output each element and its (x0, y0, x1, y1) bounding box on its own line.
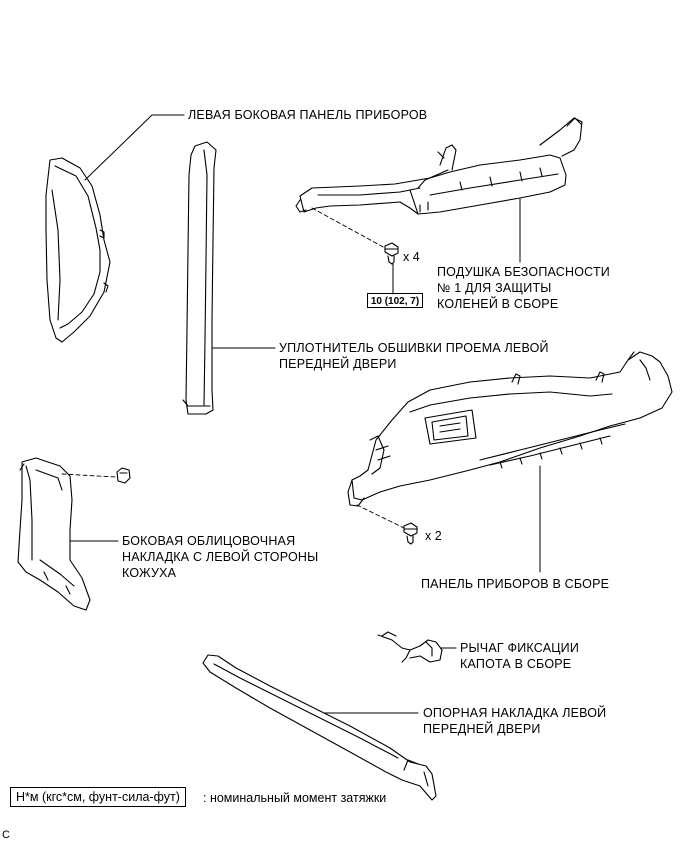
legend-unit-box: Н*м (кгс*см, фунт-сила-фут) (10, 787, 186, 807)
fastener-qty-lower: x 2 (425, 529, 442, 543)
left-side-panel-drawing (45, 157, 111, 343)
label-knee-airbag-line2: № 1 ДЛЯ ЗАЩИТЫ (437, 281, 552, 295)
label-cowl-trim-line1: БОКОВАЯ ОБЛИЦОВОЧНАЯ (122, 534, 296, 548)
label-left-side-panel: ЛЕВАЯ БОКОВАЯ ПАНЕЛЬ ПРИБОРОВ (188, 108, 428, 122)
torque-spec-box: 10 (102, 7) (367, 293, 423, 308)
label-instrument-panel: ПАНЕЛЬ ПРИБОРОВ В СБОРЕ (421, 577, 610, 591)
bolt-lower-drawing (403, 522, 418, 545)
label-hood-lever-line1: РЫЧАГ ФИКСАЦИИ (460, 641, 580, 655)
label-scuff-plate-line1: ОПОРНАЯ НАКЛАДКА ЛЕВОЙ (423, 706, 607, 720)
label-knee-airbag-line3: КОЛЕНЕЙ В СБОРЕ (437, 297, 559, 311)
scuff-plate-drawing (202, 654, 437, 801)
instrument-panel-drawing (347, 351, 673, 507)
label-hood-lever-line2: КАПОТА В СБОРЕ (460, 657, 572, 671)
cowl-clip-drawing (116, 467, 131, 484)
figure-code: C (2, 829, 10, 841)
label-scuff-plate-line2: ПЕРЕДНЕЙ ДВЕРИ (423, 722, 541, 736)
label-cowl-trim-line3: КОЖУХА (122, 566, 177, 580)
cowl-side-trim-drawing (17, 457, 91, 611)
hood-lever-drawing (377, 631, 443, 663)
fastener-qty-upper: x 4 (403, 250, 420, 264)
bolt-upper-drawing (384, 242, 399, 265)
legend-description: : номинальный момент затяжки (203, 791, 387, 805)
knee-airbag-drawing (295, 117, 583, 215)
weatherstrip-drawing (182, 141, 217, 415)
label-knee-airbag-line1: ПОДУШКА БЕЗОПАСНОСТИ (437, 265, 610, 279)
label-weatherstrip-line1: УПЛОТНИТЕЛЬ ОБШИВКИ ПРОЕМА ЛЕВОЙ (279, 341, 549, 355)
label-cowl-trim-line2: НАКЛАДКА С ЛЕВОЙ СТОРОНЫ (122, 550, 319, 564)
label-weatherstrip-line2: ПЕРЕДНЕЙ ДВЕРИ (279, 357, 397, 371)
